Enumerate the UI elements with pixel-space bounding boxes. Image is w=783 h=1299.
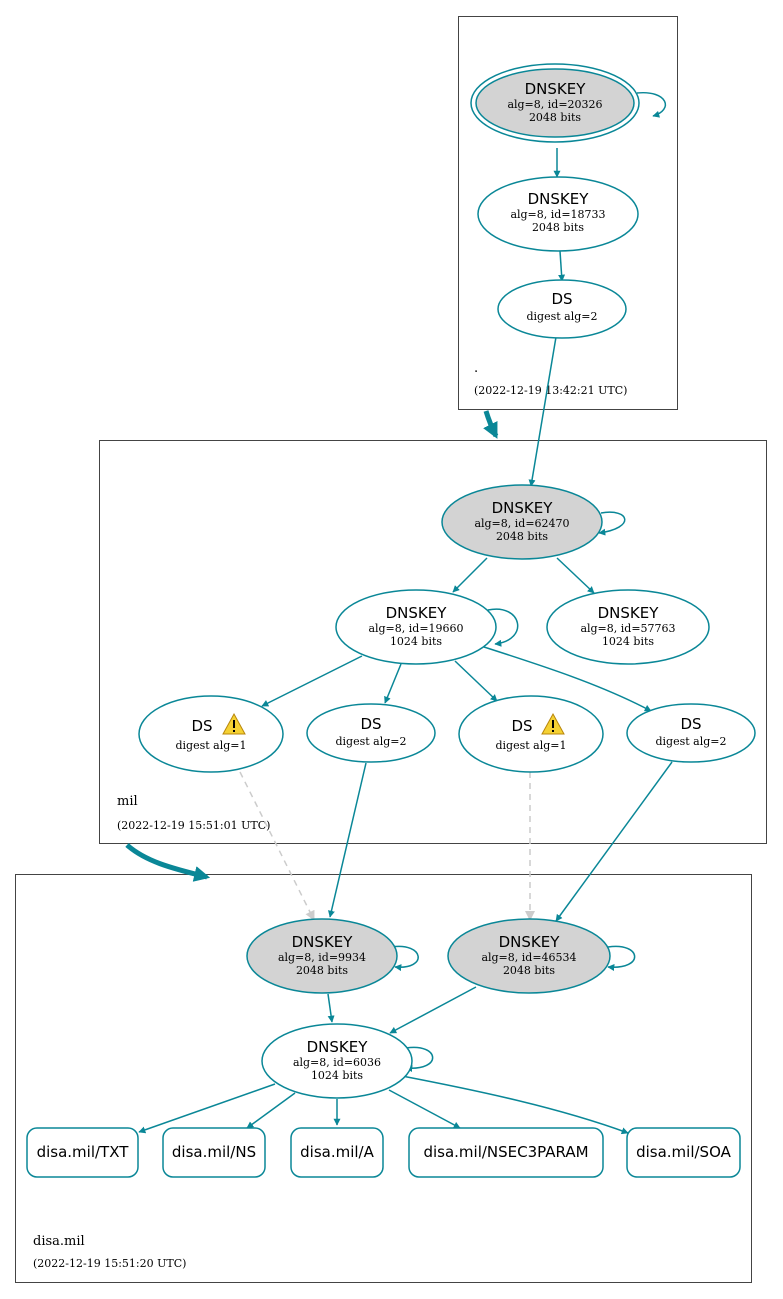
- self-loop-disa-zsk: [405, 1046, 434, 1072]
- rrset-label: disa.mil/TXT: [37, 1143, 130, 1161]
- node-mil-ds-2[interactable]: DS digest alg=2: [306, 703, 436, 763]
- delegation-arrow-root-to-mil: [483, 410, 499, 439]
- self-loop-disa-ksk2: [607, 945, 636, 971]
- node-title: DNSKEY: [386, 604, 448, 622]
- node-title: DNSKEY: [492, 499, 554, 517]
- node-title: DNSKEY: [525, 80, 587, 98]
- node-title: DS: [551, 290, 572, 308]
- node-mil-ksk[interactable]: DNSKEY alg=8, id=62470 2048 bits: [441, 484, 603, 560]
- node-size: 1024 bits: [602, 635, 654, 648]
- edge-insecure-ds1-to-disa-ksk1: [239, 771, 315, 921]
- node-title: DS: [191, 717, 212, 735]
- self-loop-root-ksk: [636, 92, 666, 118]
- zone-box-root: [458, 16, 678, 410]
- rrset-ns[interactable]: disa.mil/NS: [162, 1127, 266, 1178]
- self-loop-disa-ksk1: [390, 945, 419, 972]
- node-root-ds[interactable]: DS digest alg=2: [497, 279, 627, 339]
- node-size: 2048 bits: [496, 530, 548, 543]
- node-title: DS: [680, 715, 701, 733]
- node-detail: alg=8, id=9934: [278, 951, 366, 964]
- node-mil-zsk-57763[interactable]: DNSKEY alg=8, id=57763 1024 bits: [546, 589, 710, 665]
- node-detail: digest alg=1: [175, 739, 246, 752]
- zone-name-root: .: [474, 361, 478, 376]
- edge-mil-ds4-to-disa-ksk2: [555, 761, 673, 922]
- zone-box-mil: [99, 440, 767, 844]
- node-title: DS: [360, 715, 381, 733]
- node-size: 1024 bits: [390, 635, 442, 648]
- node-root-zsk[interactable]: DNSKEY alg=8, id=18733 2048 bits: [477, 176, 639, 252]
- edge-mil-zsk1-to-ds4: [483, 646, 652, 712]
- node-title: DNSKEY: [598, 604, 660, 622]
- node-detail: alg=8, id=20326: [507, 98, 602, 111]
- rrset-label: disa.mil/NSEC3PARAM: [423, 1143, 588, 1161]
- edge-mil-zsk1-to-ds2: [384, 663, 402, 704]
- node-size: 2048 bits: [296, 964, 348, 977]
- node-detail: digest alg=1: [495, 739, 566, 752]
- edge-mil-ds2-to-disa-ksk1: [328, 762, 367, 918]
- zone-timestamp-mil: (2022-12-19 15:51:01 UTC): [117, 819, 270, 832]
- rrset-a[interactable]: disa.mil/A: [290, 1127, 384, 1178]
- node-size: 1024 bits: [311, 1069, 363, 1082]
- node-size: 2048 bits: [529, 111, 581, 124]
- node-disa-ksk-46534[interactable]: DNSKEY alg=8, id=46534 2048 bits: [447, 918, 611, 994]
- edge-disa-zsk-to-nsec3param: [388, 1089, 461, 1129]
- node-mil-zsk-19660[interactable]: DNSKEY alg=8, id=19660 1024 bits: [335, 589, 497, 665]
- node-title: DNSKEY: [528, 190, 590, 208]
- edge-mil-zsk1-to-ds1: [261, 655, 363, 707]
- node-detail: alg=8, id=6036: [293, 1056, 381, 1069]
- rrset-soa[interactable]: disa.mil/SOA: [626, 1127, 741, 1178]
- rrset-label: disa.mil/SOA: [636, 1143, 732, 1161]
- node-mil-ds-3[interactable]: DS digest alg=1: [458, 695, 604, 773]
- self-loop-mil-zsk1: [487, 608, 519, 647]
- edge-mil-ksk-to-zsk2: [556, 557, 595, 594]
- node-size: 2048 bits: [532, 221, 584, 234]
- edges: [138, 92, 673, 1135]
- edge-disa-zsk-to-txt: [138, 1083, 276, 1134]
- rrset-label: disa.mil/NS: [172, 1143, 256, 1161]
- zone-name-disa-mil: disa.mil: [33, 1234, 85, 1249]
- delegation-arrow-mil-to-disa: [125, 843, 211, 882]
- node-detail: alg=8, id=19660: [368, 622, 463, 635]
- self-loop-mil-ksk: [598, 511, 626, 536]
- node-root-ksk[interactable]: DNSKEY alg=8, id=20326 2048 bits: [470, 63, 640, 143]
- node-detail: alg=8, id=62470: [474, 517, 569, 530]
- node-title: DNSKEY: [499, 933, 561, 951]
- warning-icon: [222, 712, 246, 735]
- rrset-txt[interactable]: disa.mil/TXT: [26, 1127, 139, 1178]
- edge-mil-ksk-to-zsk1: [452, 557, 488, 593]
- node-disa-zsk-6036[interactable]: DNSKEY alg=8, id=6036 1024 bits: [261, 1023, 413, 1099]
- node-title: DS: [511, 717, 532, 735]
- node-detail: digest alg=2: [526, 310, 597, 323]
- zone-timestamp-root: (2022-12-19 13:42:21 UTC): [474, 384, 627, 397]
- edge-disa-ksk2-to-zsk: [389, 986, 477, 1034]
- edge-root-ds-to-mil-ksk: [528, 336, 557, 487]
- node-size: 2048 bits: [503, 964, 555, 977]
- zone-name-mil: mil: [117, 794, 138, 809]
- node-detail: digest alg=2: [655, 735, 726, 748]
- node-mil-ds-4[interactable]: DS digest alg=2: [626, 703, 756, 763]
- rrset-nsec3param[interactable]: disa.mil/NSEC3PARAM: [408, 1127, 604, 1178]
- node-detail: digest alg=2: [335, 735, 406, 748]
- edge-root-zsk-to-ds: [558, 250, 566, 282]
- node-disa-ksk-9934[interactable]: DNSKEY alg=8, id=9934 2048 bits: [246, 918, 398, 994]
- zone-timestamp-disa-mil: (2022-12-19 15:51:20 UTC): [33, 1257, 186, 1270]
- warning-icon: [541, 712, 565, 735]
- node-mil-ds-1[interactable]: DS digest alg=1: [138, 695, 284, 773]
- edge-disa-zsk-to-ns: [246, 1092, 296, 1129]
- node-detail: alg=8, id=18733: [510, 208, 605, 221]
- edge-disa-ksk1-to-zsk: [327, 993, 335, 1023]
- rrset-label: disa.mil/A: [300, 1143, 374, 1161]
- node-title: DNSKEY: [292, 933, 354, 951]
- node-detail: alg=8, id=57763: [580, 622, 675, 635]
- node-detail: alg=8, id=46534: [481, 951, 576, 964]
- edge-disa-zsk-to-soa: [401, 1075, 629, 1135]
- zone-box-disa-mil: [15, 874, 752, 1283]
- node-title: DNSKEY: [307, 1038, 369, 1056]
- edge-mil-zsk1-to-ds3: [454, 660, 498, 702]
